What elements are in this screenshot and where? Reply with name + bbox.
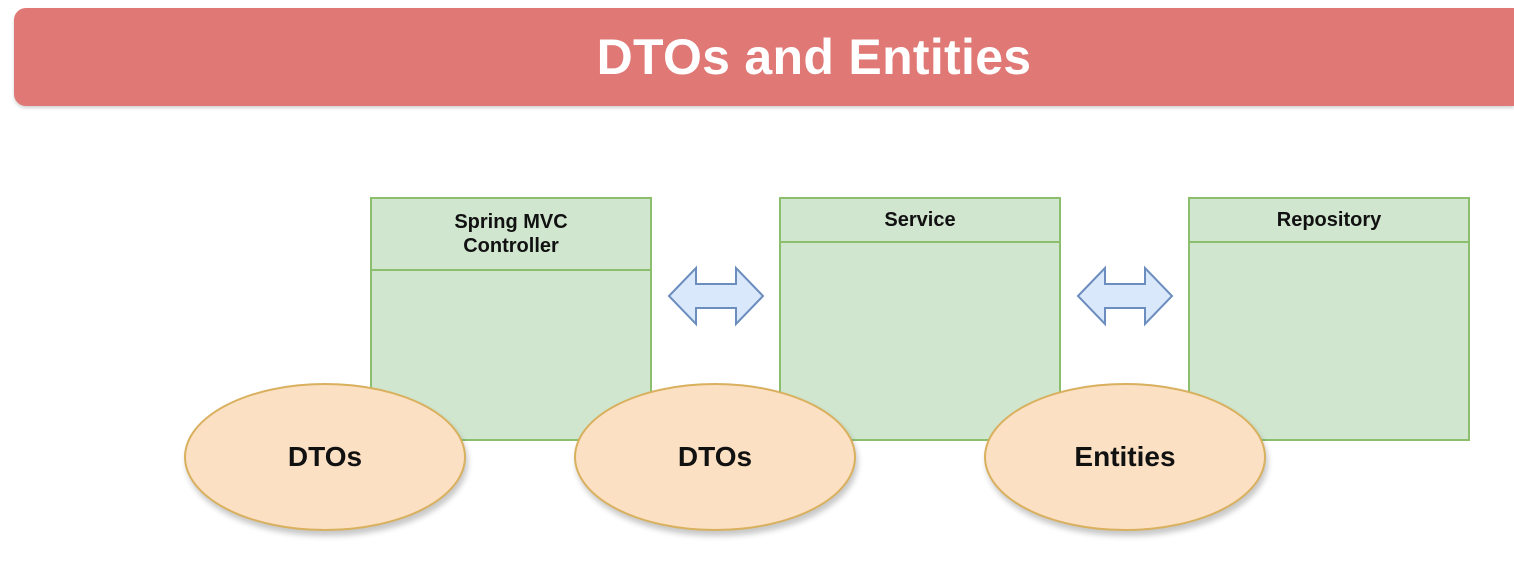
layer-header-service: Service — [781, 199, 1059, 243]
title-banner: DTOs and Entities — [14, 8, 1514, 106]
page-title: DTOs and Entities — [596, 29, 1032, 85]
double-arrow-icon — [1076, 265, 1174, 327]
double-arrow-icon — [667, 265, 765, 327]
layer-header-repository: Repository — [1190, 199, 1468, 243]
ellipse-label: DTOs — [287, 441, 363, 472]
layer-box-repository: Repository — [1188, 197, 1470, 441]
layer-header-controller: Spring MVC Controller — [372, 199, 650, 271]
ellipse-entities: Entities — [984, 383, 1266, 531]
ellipse-label: DTOs — [677, 441, 753, 472]
ellipse-dtos-controller: DTOs — [184, 383, 466, 531]
ellipse-label: Entities — [1074, 441, 1176, 472]
layer-box-service: Service — [779, 197, 1061, 441]
ellipse-dtos-service: DTOs — [574, 383, 856, 531]
